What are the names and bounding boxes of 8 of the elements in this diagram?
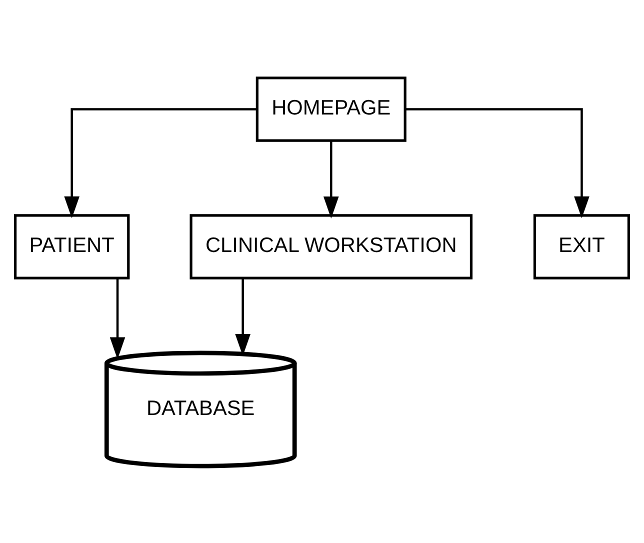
arrow (323, 140, 339, 218)
node-box: PATIENT (14, 214, 130, 279)
arrow (406, 108, 590, 218)
node-box: CLINICAL WORKSTATION (190, 214, 473, 279)
arrow (64, 108, 257, 218)
arrow (110, 278, 126, 359)
node-box: HOMEPAGE (256, 76, 406, 142)
node-box: EXIT (533, 214, 630, 279)
